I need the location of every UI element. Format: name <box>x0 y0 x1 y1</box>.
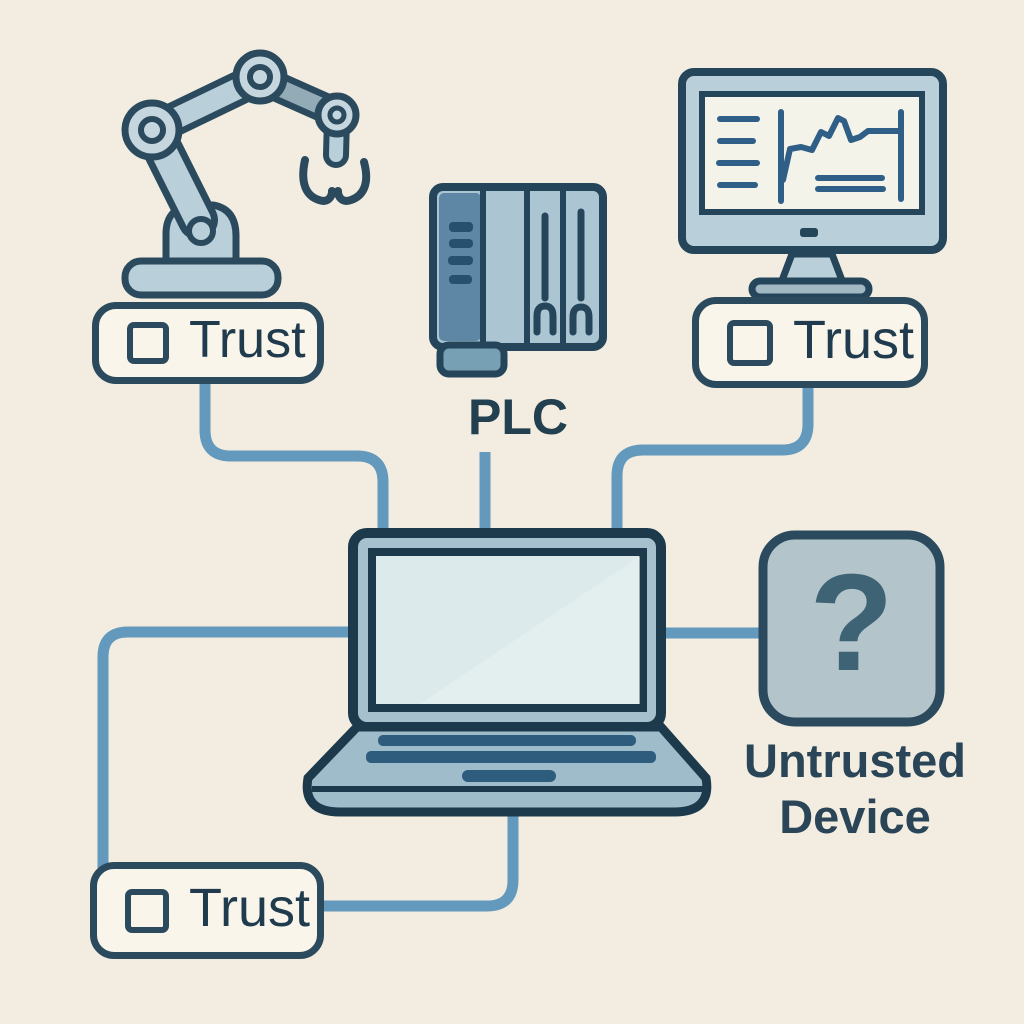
monitor-icon <box>678 68 947 301</box>
trust-checkbox-label: Trust <box>793 309 914 370</box>
trust-checkbox-robot-arm[interactable]: Trust <box>92 302 324 384</box>
laptop-touchpad <box>462 770 556 782</box>
question-mark-icon <box>758 530 945 727</box>
connector-lines <box>97 383 814 912</box>
robot-arm-icon <box>121 49 371 299</box>
trust-checkbox-laptop[interactable]: Trust <box>90 862 324 959</box>
question-mark-glyph: ? <box>809 546 894 700</box>
gripper-claw <box>299 156 371 205</box>
plc-icon <box>429 183 607 378</box>
untrusted-device-label: Untrusted Device <box>744 734 966 844</box>
trust-checkbox-label: Trust <box>189 877 310 938</box>
plc-led-slots <box>448 222 473 284</box>
monitor-screen <box>699 91 925 215</box>
plc-label: PLC <box>468 389 568 445</box>
connector-robot-trust-to-laptop <box>199 383 389 540</box>
connector-laptop-to-bottom-trust-right <box>320 805 519 912</box>
checkbox-unchecked[interactable] <box>127 322 169 364</box>
trust-checkbox-label: Trust <box>189 311 306 369</box>
plc-module-slots <box>533 208 593 336</box>
connector-laptop-to-bottom-trust-top <box>97 626 360 868</box>
connector-monitor-trust-to-laptop <box>611 387 814 540</box>
checkbox-unchecked[interactable] <box>727 319 773 366</box>
chart-trend-line <box>780 115 904 183</box>
laptop-icon <box>302 528 712 817</box>
checkbox-unchecked[interactable] <box>125 888 169 933</box>
trust-checkbox-hmi-monitor[interactable]: Trust <box>692 297 928 388</box>
monitor-chart <box>716 109 904 204</box>
